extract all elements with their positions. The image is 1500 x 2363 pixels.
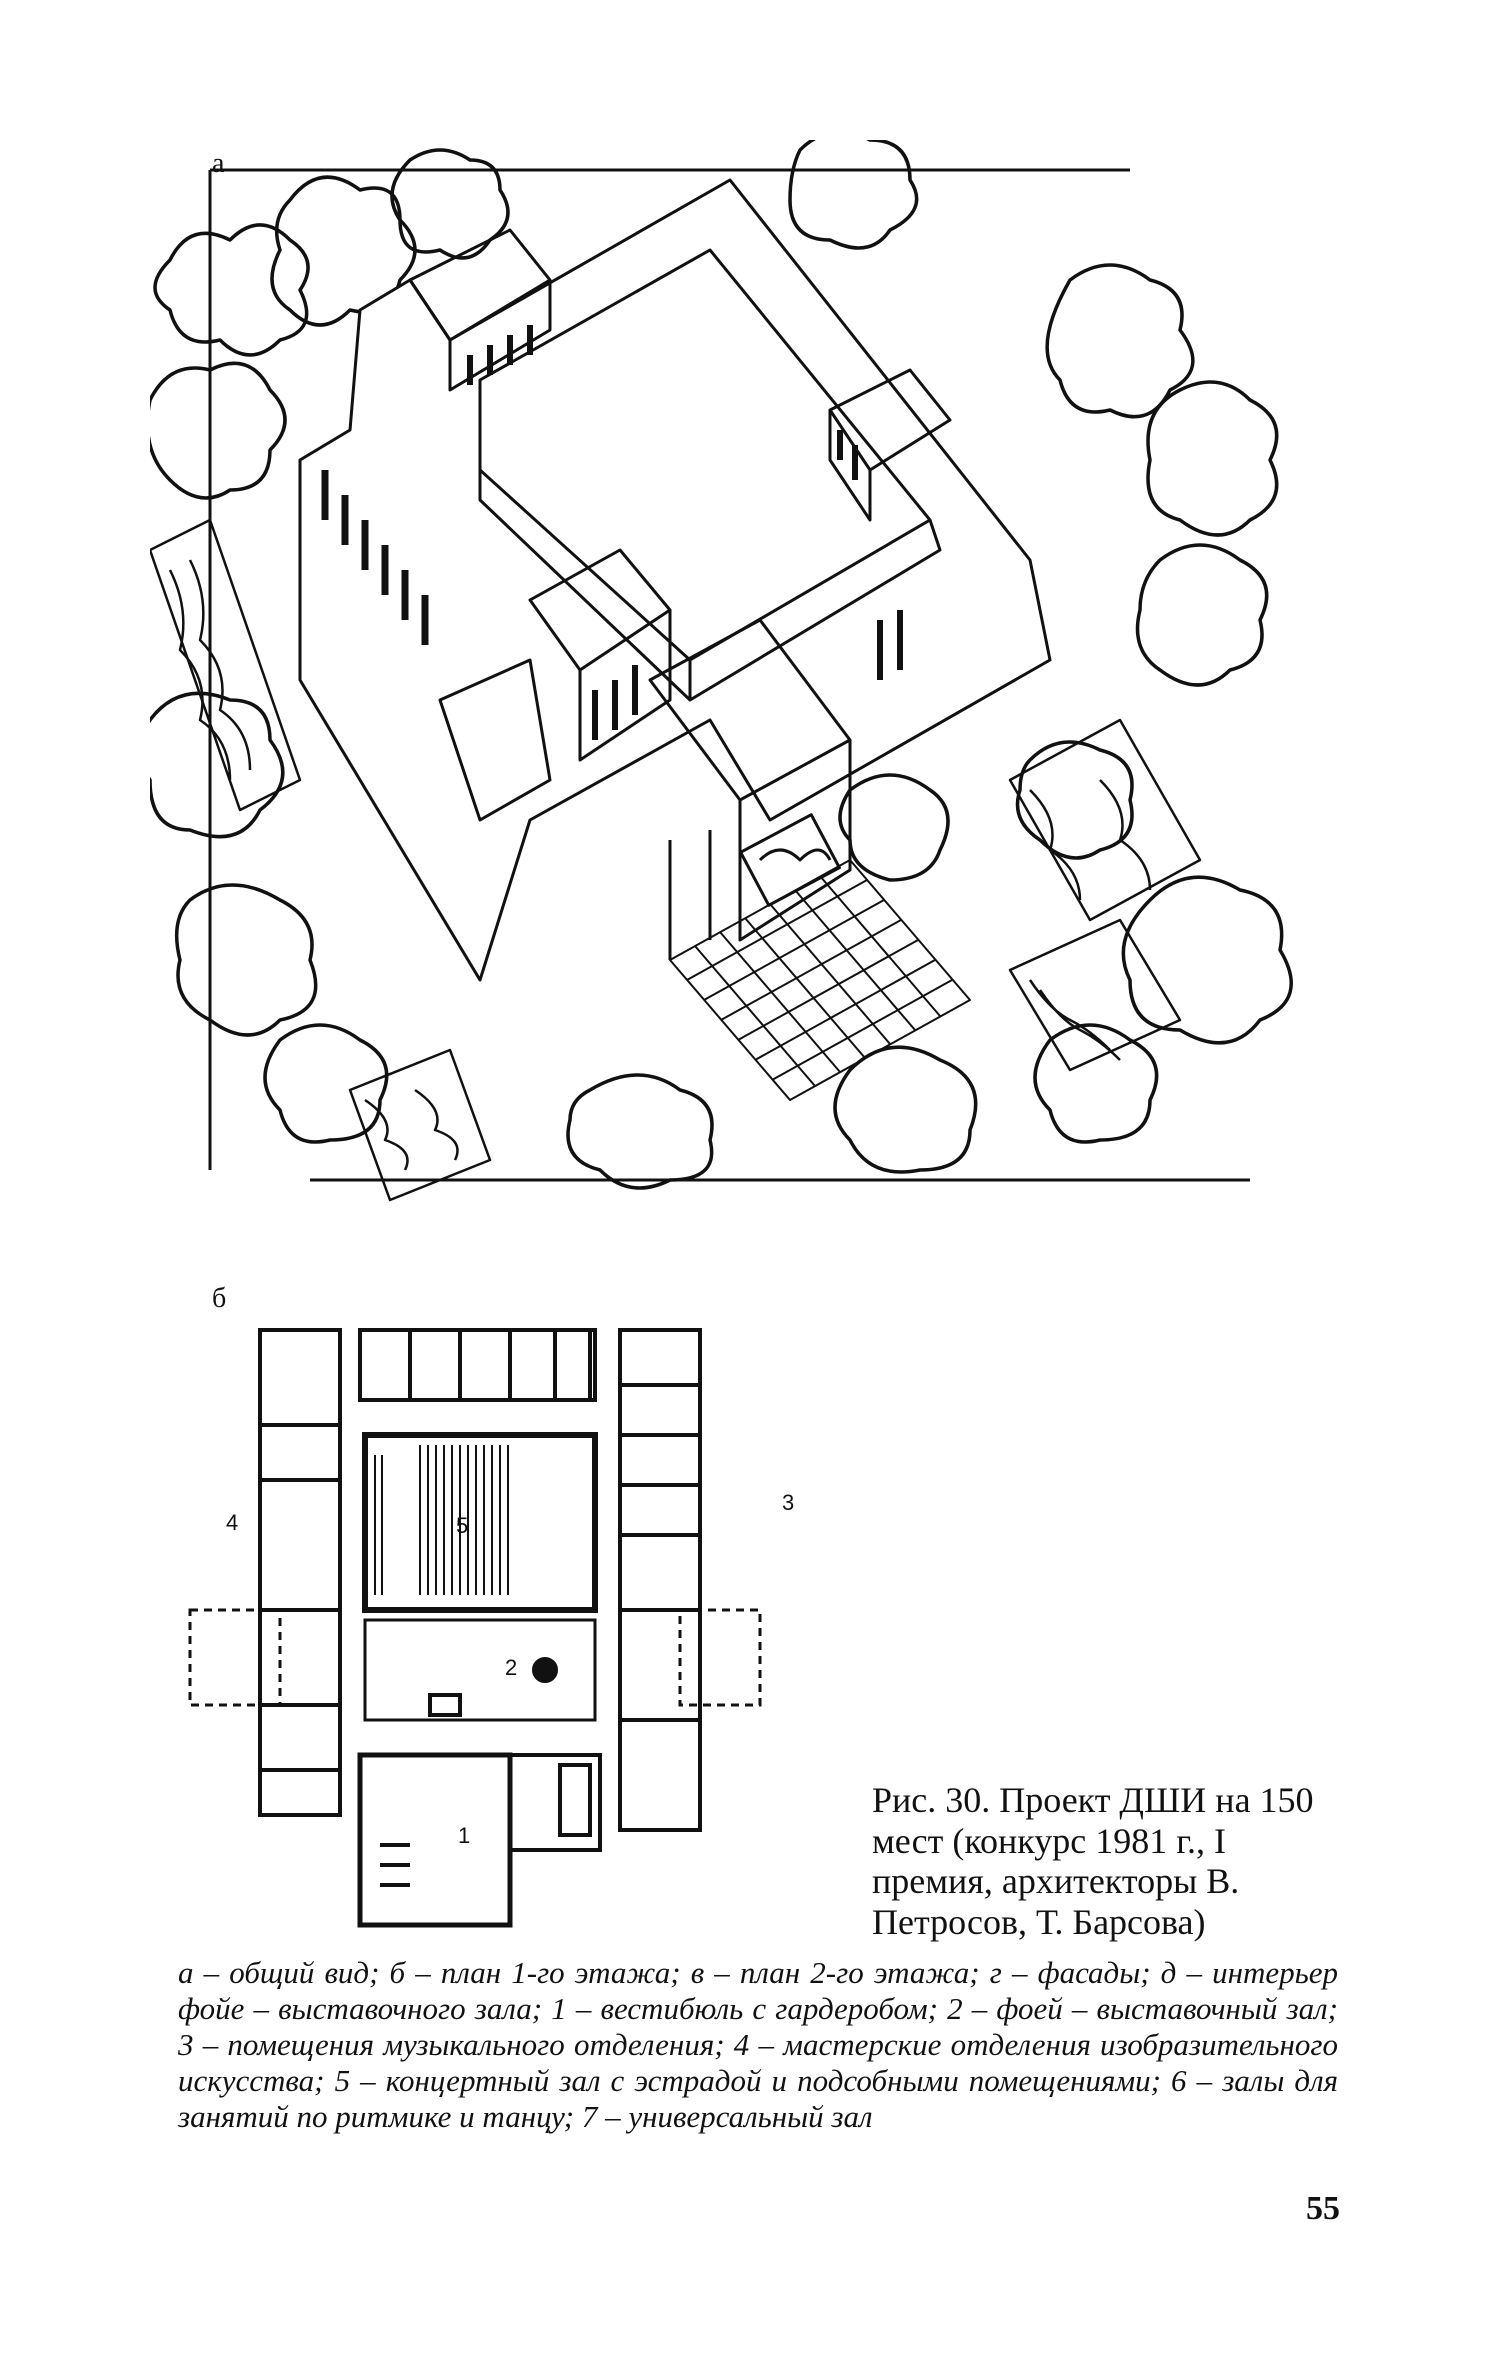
figure-b-label: б	[212, 1283, 227, 1314]
floor-plan-drawing: 1 2 3 4 5	[170, 1285, 850, 1945]
central-roof	[478, 248, 932, 662]
tree-shape	[174, 883, 318, 1037]
plaza-outline	[669, 859, 971, 1101]
vestibule-outline	[357, 1752, 513, 1928]
left-bottom-block	[258, 1703, 342, 1817]
room-number-1: 1	[458, 1823, 471, 1848]
room-number-4: 4	[226, 1510, 239, 1535]
left-lower-block	[258, 1608, 342, 1772]
front-left-wing	[438, 658, 552, 822]
front-left-pavilion-face	[578, 610, 672, 762]
upper-left-block-face	[448, 280, 552, 392]
garden-patterns	[150, 518, 1202, 1202]
tree-shape	[833, 1045, 978, 1174]
left-annex	[188, 1608, 282, 1707]
front-windows	[592, 610, 903, 740]
tree-shape	[1033, 1023, 1159, 1144]
tree-shape	[390, 148, 510, 260]
left-facade-windows	[321, 470, 429, 645]
central-roof-edge	[478, 470, 692, 702]
tree-shape	[153, 223, 310, 357]
foyer-outline	[363, 1618, 597, 1722]
stair-bottom	[558, 1763, 592, 1837]
room-number-5: 5	[456, 1513, 469, 1538]
right-wing-face	[828, 410, 872, 522]
tree-shape	[150, 361, 287, 500]
foyer-stand	[428, 1693, 462, 1717]
concert-hall-seating	[374, 1445, 509, 1595]
left-wing-outline	[258, 1328, 342, 1612]
stair-top	[553, 1328, 597, 1402]
tree-shape	[263, 1023, 389, 1144]
central-roof-edge-right	[689, 519, 942, 702]
tree-shape	[566, 1073, 714, 1190]
top-rooms-outline	[358, 1328, 592, 1402]
figure-caption-title: Рис. 30. Проект ДШИ на 150 мест (конкурс…	[872, 1780, 1314, 1943]
hedge-line	[1028, 979, 1121, 1061]
tree-shape	[1045, 263, 1195, 419]
right-middle-block	[618, 1608, 702, 1722]
tree-shape	[1121, 875, 1293, 1045]
axonometric-view-drawing	[150, 140, 1330, 1230]
front-center-pavilion-face	[738, 740, 852, 942]
relief-ornament	[758, 848, 832, 862]
upper-left-windows	[467, 325, 533, 385]
right-wing-windows	[837, 430, 858, 480]
right-annex	[678, 1608, 762, 1707]
right-wing-outline	[618, 1328, 702, 1612]
hedge-line	[168, 569, 232, 781]
room-number-3: 3	[782, 1490, 795, 1515]
trees-group	[150, 140, 1293, 1190]
right-lower-block	[618, 1718, 702, 1832]
cloakroom-block	[508, 1753, 602, 1852]
hedge-bed-right-lower	[1008, 918, 1182, 1072]
hedge-line	[188, 559, 252, 771]
axonometric-svg	[150, 140, 1293, 1202]
hedge-line	[1029, 779, 1152, 901]
hedge-line	[364, 1088, 459, 1171]
building-outline	[298, 178, 1052, 982]
page-number: 55	[1306, 2190, 1340, 2227]
concert-hall-outline	[362, 1432, 598, 1613]
building	[298, 178, 1052, 982]
tree-shape	[1135, 543, 1269, 687]
tree-shape	[1146, 380, 1279, 537]
figure-legend: а – общий вид; б – план 1-го этажа; в – …	[178, 1955, 1338, 2134]
room-number-2: 2	[505, 1655, 518, 1680]
tree-shape	[838, 773, 950, 882]
hedge-bed-right	[1008, 718, 1202, 922]
foyer-column	[532, 1657, 558, 1683]
tree-shape	[150, 691, 285, 839]
floor-plan-svg	[188, 1328, 762, 1928]
tree-shape	[788, 140, 919, 250]
hedge-bed-bottom	[348, 1048, 492, 1202]
hedge-bed-left	[150, 518, 302, 812]
tree-shape	[1015, 740, 1134, 860]
entrance-columns	[668, 830, 712, 960]
relief-panel	[739, 813, 841, 907]
paved-plaza	[669, 859, 971, 1101]
